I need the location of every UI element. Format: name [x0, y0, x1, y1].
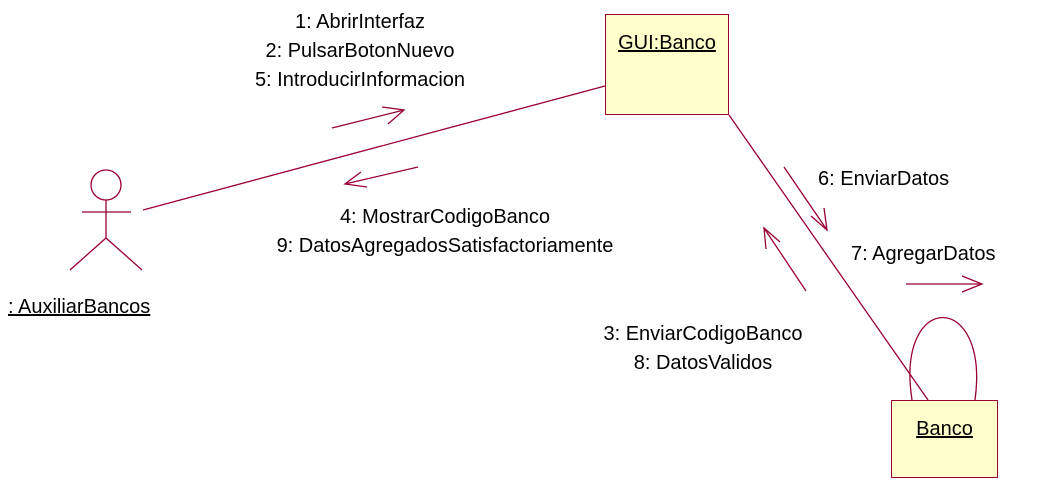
arrow-to-gui-from-banco: [763, 226, 807, 292]
arrow-to-banco: [783, 166, 828, 232]
messages-to-gui-from-banco: 3: EnviarCodigoBanco 8: DatosValidos: [568, 320, 838, 378]
arrow-to-gui: [331, 106, 406, 129]
link-actor-gui: [142, 85, 606, 211]
message-label: 3: EnviarCodigoBanco: [603, 323, 803, 345]
message-label: 2: PulsarBotonNuevo: [265, 40, 455, 62]
message-label: 8: DatosValidos: [633, 352, 773, 374]
messages-to-gui: 1: AbrirInterfaz 2: PulsarBotonNuevo 5: …: [180, 8, 540, 95]
object-banco: Banco: [891, 400, 998, 478]
object-gui-banco: GUI:Banco: [605, 14, 729, 115]
object-gui-banco-label: GUI:Banco: [618, 32, 716, 54]
message-label: 1: AbrirInterfaz: [294, 11, 426, 33]
message-label: 6: EnviarDatos: [818, 168, 950, 190]
object-banco-label: Banco: [916, 418, 973, 440]
message-label: 4: MostrarCodigoBanco: [339, 206, 551, 228]
link-gui-banco: [728, 114, 929, 401]
message-label: 7: AgregarDatos: [851, 243, 996, 265]
arrow-to-actor: [343, 166, 419, 188]
message-label: 5: IntroducirInformacion: [254, 69, 466, 91]
actor-label: : AuxiliarBancos: [8, 296, 151, 318]
message-label: 9: DatosAgregadosSatisfactoriamente: [276, 235, 614, 257]
actor-figure: [69, 169, 143, 271]
messages-self-banco: 7: AgregarDatos: [851, 240, 996, 269]
arrow-self-banco: [906, 275, 984, 293]
self-link-banco: [909, 316, 978, 401]
messages-to-banco: 6: EnviarDatos: [818, 165, 949, 194]
messages-to-actor: 4: MostrarCodigoBanco 9: DatosAgregadosS…: [210, 203, 680, 261]
